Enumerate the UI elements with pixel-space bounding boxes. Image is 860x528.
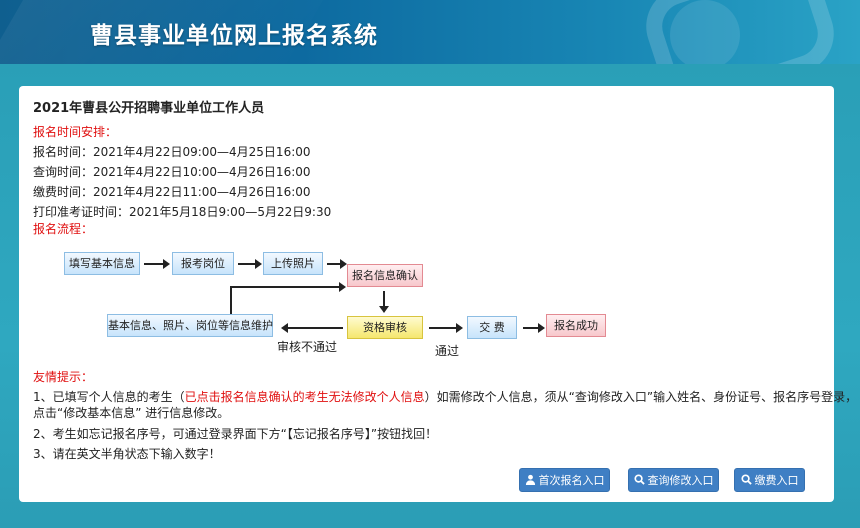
tip-1-warning: 已点击报名信息确认的考生无法修改个人信息 — [184, 390, 425, 404]
payment-button-label: 缴费入口 — [754, 474, 799, 487]
flow-label-passed: 通过 — [435, 344, 460, 358]
flow-arrow-down — [379, 291, 389, 313]
flow-label-not-passed: 审核不通过 — [277, 340, 338, 354]
schedule-query: 查询时间：2021年4月22日10:00—4月26日16:00 — [33, 165, 311, 179]
query-modify-button-label: 查询修改入口 — [647, 474, 714, 487]
flow-step-fill-info: 填写基本信息 — [64, 252, 140, 275]
search-icon — [740, 474, 752, 485]
tip-1: 1、已填写个人信息的考生（已点击报名信息确认的考生无法修改个人信息）如需修改个人… — [33, 388, 857, 405]
first-apply-button-label: 首次报名入口 — [538, 474, 605, 487]
user-icon — [525, 474, 535, 485]
flow-arrow — [144, 259, 170, 269]
site-header: 曹县事业单位网上报名系统 — [0, 0, 860, 64]
schedule-print-admission: 打印准考证时间：2021年5月18日9:00—5月22日9:30 — [33, 205, 332, 219]
flow-step-payment: 交 费 — [467, 316, 517, 339]
header-decoration — [635, 0, 845, 64]
query-modify-button[interactable]: 查询修改入口 — [628, 468, 719, 492]
flow-arrow — [281, 323, 343, 333]
schedule-payment: 缴费时间：2021年4月22日11:00—4月26日16:00 — [33, 185, 311, 199]
schedule-registration: 报名时间：2021年4月22日09:00—4月25日16:00 — [33, 145, 311, 159]
flow-arrow — [327, 259, 347, 269]
payment-button[interactable]: 缴费入口 — [734, 468, 805, 492]
flow-heading: 报名流程： — [33, 222, 94, 236]
notice-title: 2021年曹县公开招聘事业单位工作人员 — [33, 101, 265, 116]
flow-step-apply-post: 报考岗位 — [172, 252, 234, 275]
notice-card: 2021年曹县公开招聘事业单位工作人员 报名时间安排： 报名时间：2021年4月… — [19, 86, 857, 502]
flow-arrow — [230, 282, 346, 292]
flow-connector — [230, 286, 232, 314]
flow-step-upload-photo: 上传照片 — [263, 252, 323, 275]
site-title: 曹县事业单位网上报名系统 — [90, 23, 378, 49]
tip-1-line2: 点击“修改基本信息” 进行信息修改。 — [33, 406, 230, 420]
tip-3: 3、请在英文半角状态下输入数字！ — [33, 447, 221, 461]
tips-heading: 友情提示： — [33, 370, 94, 384]
flow-arrow — [523, 323, 545, 333]
flow-arrow — [238, 259, 262, 269]
schedule-heading: 报名时间安排： — [33, 125, 118, 139]
tip-1-suffix: ）如需修改个人信息，须从“查询修改入口”输入姓名、身份证号、报名序号登录， — [424, 390, 858, 404]
first-apply-button[interactable]: 首次报名入口 — [519, 468, 610, 492]
search-icon — [633, 474, 645, 485]
flow-step-maintain-info: 基本信息、照片、岗位等信息维护 — [107, 314, 273, 337]
tip-2: 2、考生如忘记报名序号，可通过登录界面下方“【忘记报名序号】”按钮找回！ — [33, 427, 438, 441]
header-decoration — [670, 0, 740, 64]
flow-step-success: 报名成功 — [546, 314, 606, 337]
flow-arrow — [429, 323, 463, 333]
flow-step-confirm-info: 报名信息确认 — [347, 264, 423, 287]
tip-1-prefix: 1、已填写个人信息的考生（ — [33, 390, 185, 404]
flow-step-qualification-review: 资格审核 — [347, 316, 423, 339]
